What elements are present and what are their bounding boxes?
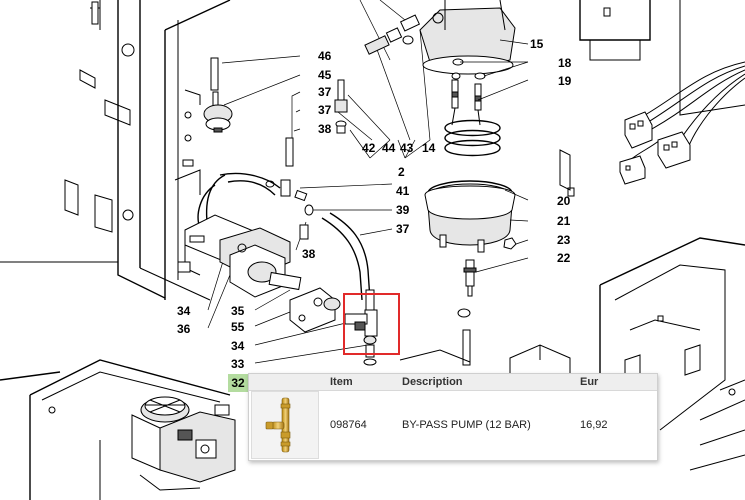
part-price: 16,92 <box>580 419 608 431</box>
callout-37: 37 <box>318 103 332 117</box>
header-item: Item <box>330 376 353 388</box>
callout-42: 42 <box>362 141 376 155</box>
part-43-44-fittings <box>364 14 421 55</box>
callout-22: 22 <box>557 251 571 265</box>
callout-43: 43 <box>400 141 414 155</box>
part-37-38-fittings <box>265 79 348 240</box>
right-leader-lines <box>460 39 529 273</box>
machine-frame <box>0 0 231 301</box>
callout-21: 21 <box>557 214 571 228</box>
callout-41: 41 <box>396 184 410 198</box>
callout-18: 18 <box>558 56 572 70</box>
callout-14: 14 <box>422 141 436 155</box>
part-39-hose <box>329 212 371 301</box>
vibration-pump <box>177 214 302 298</box>
grinder-gear-module <box>0 359 236 500</box>
part-45-sensor <box>203 91 233 133</box>
callout-2: 2 <box>398 165 405 179</box>
leader-lines <box>207 0 431 364</box>
callout-23: 23 <box>557 233 571 247</box>
callout-37: 37 <box>396 222 410 236</box>
popup-header: Item Description Eur <box>249 374 657 391</box>
part-32-bypass-valve <box>344 289 378 366</box>
callout-38: 38 <box>318 122 332 136</box>
part-item-code: 098764 <box>330 419 367 431</box>
brass-bypass-valve-icon <box>251 391 319 459</box>
callout-39: 39 <box>396 203 410 217</box>
part-55-bracket <box>289 287 341 333</box>
callout-32-marker[interactable]: 32 <box>228 374 248 392</box>
part-description: BY-PASS PUMP (12 BAR) <box>402 419 531 431</box>
boiler-assembly <box>419 0 517 366</box>
callout-20: 20 <box>557 194 571 208</box>
callout-33: 33 <box>231 357 245 371</box>
callout-38: 38 <box>302 247 316 261</box>
callout-34: 34 <box>177 304 191 318</box>
callout-34: 34 <box>231 339 245 353</box>
part-info-popup: Item Description Eur 098764 BY-PASS PUMP… <box>248 373 658 461</box>
part-46-pin <box>210 57 219 91</box>
callout-44: 44 <box>382 141 396 155</box>
electronics-panel <box>559 0 745 471</box>
callout-37: 37 <box>318 85 332 99</box>
header-price: Eur <box>580 376 599 388</box>
callout-45: 45 <box>318 68 332 82</box>
callout-15: 15 <box>530 37 544 51</box>
callout-36: 36 <box>177 322 191 336</box>
callout-46: 46 <box>318 49 332 63</box>
callout-19: 19 <box>558 74 572 88</box>
callout-55: 55 <box>231 320 245 334</box>
header-description: Description <box>402 376 463 388</box>
callout-35: 35 <box>231 304 245 318</box>
callout-labels: 46 45 37 37 38 42 44 43 14 2 41 39 37 38… <box>177 37 572 371</box>
selected-part-highlight[interactable] <box>343 293 400 355</box>
